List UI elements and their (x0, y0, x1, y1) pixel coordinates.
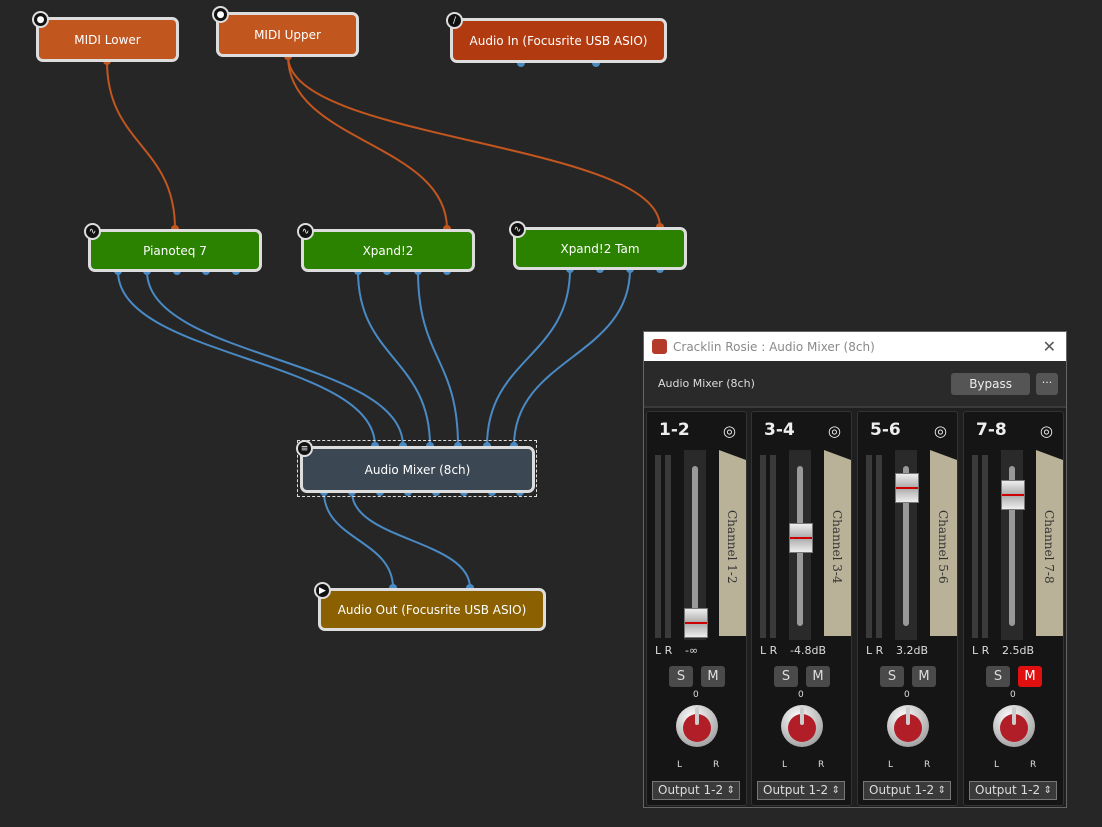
audio-wire (146, 270, 404, 447)
pan-knob[interactable] (887, 705, 929, 747)
meter-left (972, 455, 978, 638)
plugin-header: Audio Mixer (8ch)Bypass··· (644, 361, 1066, 408)
selection-outline (297, 440, 537, 497)
channel-strip: 3-4 ◎ Channel 3-4 L R -4.8dB S M 0 L R O… (751, 411, 852, 806)
channel-strip: 1-2 ◎ Channel 1-2 L R -∞ S M 0 L R Outpu… (646, 411, 747, 806)
more-button[interactable]: ··· (1036, 372, 1058, 395)
output-select[interactable]: Output 1-2 (757, 781, 845, 800)
fader[interactable] (1001, 450, 1025, 640)
node-midi-upper[interactable]: ●MIDI Upper (212, 6, 359, 57)
audio-wire (513, 268, 631, 447)
meter-right (665, 455, 671, 638)
audio-wire (117, 270, 376, 447)
stereo-link-icon[interactable]: ◎ (827, 422, 841, 440)
solo-button[interactable]: S (669, 666, 693, 687)
solo-button[interactable]: S (986, 666, 1010, 687)
microphone-icon: / (446, 12, 463, 29)
pan-knob[interactable] (993, 705, 1035, 747)
output-select[interactable]: Output 1-2 (652, 781, 740, 800)
fader-handle[interactable] (789, 523, 813, 553)
audio-wire (417, 270, 459, 447)
fader[interactable] (895, 450, 919, 640)
mute-button[interactable]: M (1018, 666, 1042, 687)
stereo-link-icon[interactable]: ◎ (1039, 422, 1053, 440)
meter-left (760, 455, 766, 638)
mixer-window: Cracklin Rosie : Audio Mixer (8ch)✕ Audi… (643, 331, 1067, 808)
meter-right (770, 455, 776, 638)
close-icon[interactable]: ✕ (1042, 337, 1056, 356)
waveform-icon: ∿ (297, 223, 314, 240)
fader[interactable] (789, 450, 813, 640)
channel-strip: 5-6 ◎ Channel 5-6 L R 3.2dB S M 0 L R Ou… (857, 411, 958, 806)
stereo-link-icon[interactable]: ◎ (933, 422, 947, 440)
meter-right (982, 455, 988, 638)
meter-left (655, 455, 661, 638)
mute-button[interactable]: M (701, 666, 725, 687)
audio-wire (323, 491, 394, 589)
midi-wire (106, 60, 176, 230)
title-bar[interactable]: Cracklin Rosie : Audio Mixer (8ch)✕ (644, 332, 1066, 361)
node-pianoteq[interactable]: ∿Pianoteq 7 (84, 223, 262, 272)
output-select[interactable]: Output 1-2 (863, 781, 951, 800)
pan-knob[interactable] (676, 705, 718, 747)
mute-button[interactable]: M (912, 666, 936, 687)
midi-wire (287, 55, 661, 228)
fader-handle[interactable] (684, 607, 708, 638)
channel-label-tape: Channel 5-6 (930, 450, 957, 636)
channel-label-tape: Channel 3-4 (824, 450, 851, 636)
node-midi-lower[interactable]: ●MIDI Lower (32, 11, 179, 62)
bypass-button[interactable]: Bypass (951, 372, 1030, 395)
mixer-icon: ≡ (296, 440, 313, 457)
node-audio-mixer[interactable]: ≡Audio Mixer (8ch) (296, 440, 535, 493)
meter-left (866, 455, 872, 638)
solo-button[interactable]: S (880, 666, 904, 687)
fader[interactable] (684, 450, 708, 640)
mute-button[interactable]: M (806, 666, 830, 687)
solo-button[interactable]: S (774, 666, 798, 687)
fader-handle[interactable] (895, 473, 919, 504)
channel-strip: 7-8 ◎ Channel 7-8 L R 2.5dB S M 0 L R Ou… (963, 411, 1064, 806)
audio-wire (357, 270, 431, 447)
channel-label-tape: Channel 1-2 (719, 450, 746, 636)
audio-wire (351, 491, 471, 589)
node-audio-in[interactable]: /Audio In (Focusrite USB ASIO) (446, 12, 667, 63)
speaker-icon: ▶ (314, 582, 331, 599)
waveform-icon: ∿ (509, 221, 526, 238)
audio-wire (486, 268, 571, 447)
midi-wire (287, 55, 448, 230)
node-xpand-tam[interactable]: ∿Xpand!2 Tam (509, 221, 687, 270)
output-select[interactable]: Output 1-2 (969, 781, 1057, 800)
stereo-link-icon[interactable]: ◎ (722, 422, 736, 440)
node-audio-out[interactable]: ▶Audio Out (Focusrite USB ASIO) (314, 582, 546, 631)
meter-right (876, 455, 882, 638)
channel-label-tape: Channel 7-8 (1036, 450, 1063, 636)
pan-knob[interactable] (781, 705, 823, 747)
midi-icon: ● (212, 6, 229, 23)
app-icon (652, 339, 667, 354)
waveform-icon: ∿ (84, 223, 101, 240)
midi-icon: ● (32, 11, 49, 28)
fader-handle[interactable] (1001, 479, 1025, 510)
node-xpand[interactable]: ∿Xpand!2 (297, 223, 475, 272)
